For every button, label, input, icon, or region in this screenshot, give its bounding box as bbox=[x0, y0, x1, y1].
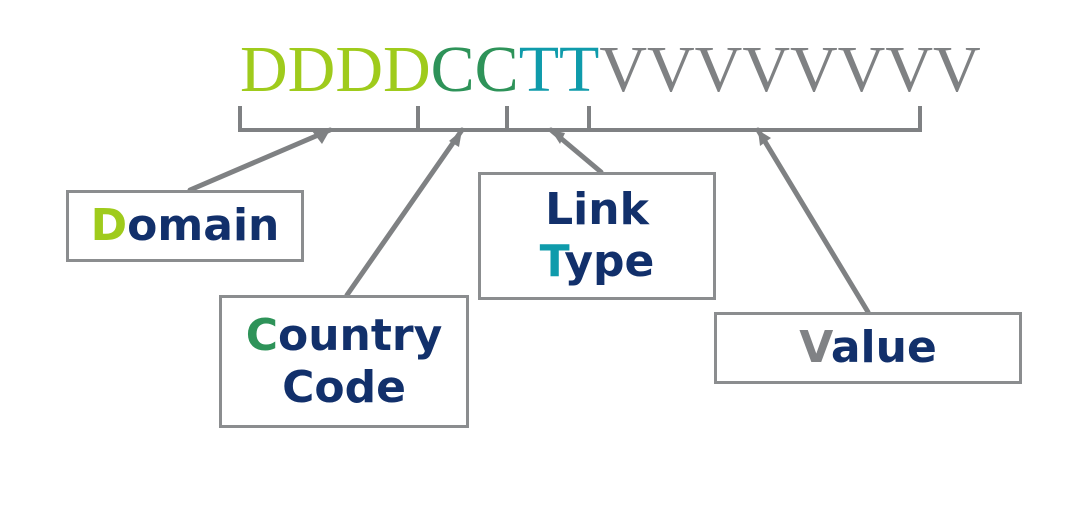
label-domain-line-1: Domain bbox=[91, 200, 280, 252]
code-segment-value: VVVVVVVV bbox=[599, 33, 981, 106]
label-box-value[interactable]: Value bbox=[714, 312, 1022, 384]
leader-line-link-type bbox=[548, 127, 604, 175]
label-value-line-1: Value bbox=[799, 322, 937, 374]
label-linktype-rest: ype bbox=[564, 236, 655, 287]
leader-arrowhead-link-type bbox=[551, 130, 565, 144]
code-segment-link-type: TT bbox=[518, 33, 600, 106]
label-linktype-line-1-text: Link bbox=[545, 184, 649, 236]
label-country-line-1: Country bbox=[246, 310, 443, 362]
code-segment-domain: DDDD bbox=[240, 33, 431, 106]
leader-arrowhead-value bbox=[758, 130, 771, 146]
segment-bracket bbox=[238, 104, 922, 132]
label-value-accent: V bbox=[799, 322, 831, 374]
bracket-rail bbox=[238, 128, 922, 132]
bracket-tick-divider-1 bbox=[416, 106, 420, 132]
label-linktype-accent: T bbox=[539, 236, 565, 287]
label-country-line-2-text: Code bbox=[282, 361, 406, 413]
label-country-accent: C bbox=[245, 309, 278, 361]
leader-arrowhead-domain bbox=[312, 130, 330, 144]
bracket-tick-start bbox=[238, 106, 242, 132]
label-linktype-line-1: Link bbox=[545, 184, 649, 236]
leader-line-domain bbox=[187, 127, 333, 193]
label-box-country-code[interactable]: Country Code bbox=[219, 295, 469, 428]
label-value-rest: alue bbox=[830, 322, 937, 374]
label-domain-rest: omain bbox=[127, 200, 280, 252]
code-segment-country-code: CC bbox=[430, 33, 519, 106]
label-country-line-2: Code bbox=[282, 362, 406, 414]
label-linktype-line-2: Type bbox=[540, 236, 655, 288]
label-domain-accent: D bbox=[90, 200, 128, 252]
leader-line-value bbox=[755, 127, 871, 315]
leader-line-country-code bbox=[344, 127, 465, 298]
label-box-link-type[interactable]: Link Type bbox=[478, 172, 716, 300]
label-country-rest: ountry bbox=[278, 309, 443, 361]
bracket-tick-divider-2 bbox=[505, 106, 509, 132]
label-box-domain[interactable]: Domain bbox=[66, 190, 304, 262]
leader-arrowhead-country-code bbox=[449, 130, 462, 147]
bracket-tick-end bbox=[918, 106, 922, 132]
identifier-code-string: DDDDCCTTVVVVVVVV bbox=[240, 33, 981, 106]
bracket-tick-divider-3 bbox=[587, 106, 591, 132]
